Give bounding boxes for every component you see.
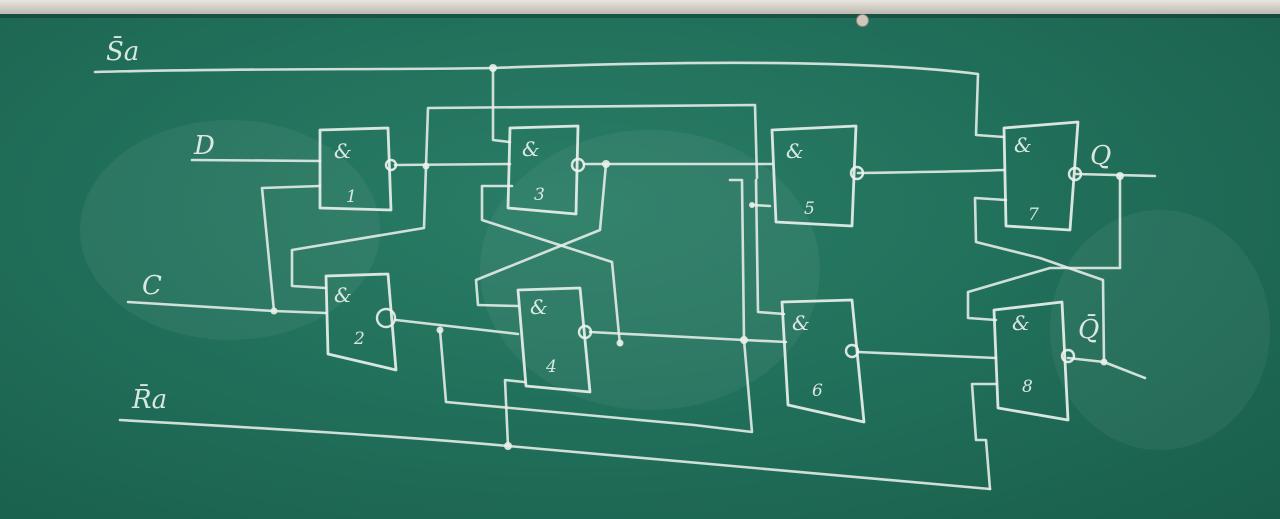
gate-3-number: 3 (534, 185, 545, 205)
qbar-feedback (973, 196, 1106, 364)
gate-4 (516, 286, 593, 394)
reset-line (118, 418, 992, 491)
qbar-output-label: Q̄ (1078, 313, 1099, 345)
signal-labels: S̄a D C R̄a Q Q̄ (106, 35, 1111, 415)
g2-down-loop (438, 328, 754, 434)
g3-cross (474, 162, 608, 308)
gate-7 (1002, 120, 1083, 232)
board-frame-shadow (0, 14, 1280, 18)
gate-1-symbol: & (334, 139, 352, 163)
set-to-gate3 (491, 66, 512, 144)
g1-to-g2 (290, 164, 428, 290)
q-output (1074, 172, 1157, 178)
gate-1-number: 1 (346, 187, 357, 207)
clock-to-gate1 (260, 184, 322, 313)
top-bus (424, 103, 759, 180)
g4-cross (480, 184, 622, 347)
q-output-label: Q (1090, 141, 1111, 171)
gate-8-symbol: & (1012, 311, 1030, 335)
gate-5-number: 5 (804, 199, 815, 219)
gate-6 (780, 298, 866, 424)
gate-8-number: 8 (1022, 377, 1033, 397)
gate-5 (770, 124, 865, 228)
g5-to-g7 (856, 168, 1006, 175)
gate-2-symbol: & (334, 283, 352, 307)
g4-to-g5 (728, 178, 746, 342)
set-input-label: S̄a (106, 35, 139, 67)
set-line (93, 61, 1006, 139)
gate-1 (318, 126, 398, 212)
gate-3-symbol: & (522, 137, 540, 161)
reset-to-gate4 (503, 378, 526, 448)
gate-3 (506, 124, 586, 216)
data-line (190, 158, 322, 163)
gate-symbols: & & & & & & & & (334, 133, 1032, 335)
g6-to-g8 (856, 350, 998, 360)
magnet-icon (856, 14, 869, 27)
gate-8 (992, 300, 1076, 422)
gate-7-number: 7 (1028, 205, 1039, 225)
gate-numbers: 1 2 3 4 5 6 7 8 (346, 185, 1039, 401)
g1-to-g3 (393, 162, 512, 167)
gate-4-number: 4 (545, 357, 557, 377)
gate-5-symbol: & (786, 139, 804, 163)
junction-dots (270, 64, 1124, 450)
gate-4-symbol: & (530, 295, 548, 319)
gate-2 (324, 272, 398, 372)
g4-to-g5b (750, 203, 772, 208)
gate-7-symbol: & (1014, 133, 1032, 157)
g3-to-g6 (754, 178, 786, 316)
data-input-label: D (193, 131, 215, 161)
q-feedback (966, 174, 1122, 322)
reset-to-gate8 (970, 382, 998, 491)
gate-6-symbol: & (792, 311, 810, 335)
board-frame (0, 0, 1280, 14)
eraser-smudges (80, 120, 1270, 450)
g2-to-g4 (394, 318, 520, 336)
reset-input-label: R̄a (131, 383, 167, 415)
clock-input-label: C (142, 271, 162, 301)
internal-wires (290, 103, 1157, 434)
gate-6-number: 6 (812, 381, 823, 401)
gate-2-number: 2 (353, 329, 365, 349)
